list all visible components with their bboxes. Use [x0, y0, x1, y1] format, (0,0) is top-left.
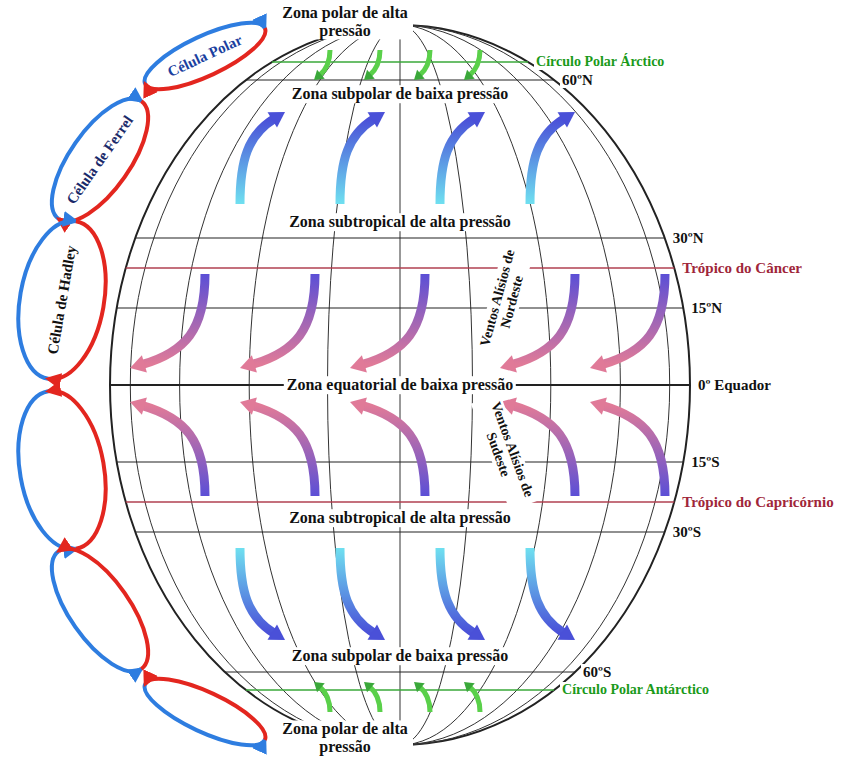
latitude-line	[135, 237, 664, 238]
wind-arrowhead	[590, 398, 607, 415]
latitude-label: 15ºS	[689, 454, 721, 471]
latitude-label: 30ºS	[671, 524, 703, 541]
wind-arrow	[530, 119, 564, 204]
latitude-line	[126, 501, 675, 503]
wind-arrowhead	[268, 112, 285, 128]
cell-arrow	[7, 391, 76, 556]
latitude-line	[246, 79, 554, 80]
wind-arrow	[319, 686, 330, 712]
latitude-line	[225, 671, 575, 672]
wind-arrow	[440, 119, 474, 204]
wind-arrow	[362, 274, 425, 364]
wind-arrow	[602, 274, 665, 364]
wind-arrowhead	[240, 398, 257, 415]
cell-arrow	[48, 384, 117, 549]
meridian	[249, 25, 551, 745]
cell-arrow	[34, 84, 141, 219]
cell-arrow	[145, 666, 273, 740]
wind-arrowhead	[350, 355, 367, 372]
wind-arrow	[252, 406, 315, 496]
wind-arrowhead	[414, 70, 425, 80]
latitude-label: 15ºN	[689, 300, 724, 317]
globe-outline	[110, 25, 690, 745]
wind-arrow	[440, 548, 474, 633]
wind-arrow	[469, 686, 480, 712]
latitude-line	[126, 267, 675, 269]
wind-arrowhead	[414, 682, 425, 692]
cell-label: Célula de Ferrel	[63, 113, 136, 208]
wind-arrowhead	[130, 398, 147, 415]
wind-arrow	[362, 406, 425, 496]
cell-arrow	[59, 534, 166, 669]
wind-arrowhead	[558, 112, 575, 128]
cell-arrow	[145, 28, 273, 102]
wind-arrow	[530, 548, 564, 633]
cell-label: Célula de Hadley	[44, 244, 79, 355]
wind-arrowhead	[368, 624, 385, 640]
cell-arrow	[137, 10, 265, 84]
wind-arrowhead	[464, 70, 475, 80]
wind-arrow	[419, 686, 430, 712]
wind-arrow	[369, 50, 380, 76]
wind-arrow	[419, 50, 430, 76]
zone-label: Zona subtropical de alta pressão	[286, 213, 514, 231]
wind-arrow	[369, 686, 380, 712]
latitude-label: Círculo Polar Antárctico	[560, 682, 711, 697]
latitude-label: 60ºN	[560, 72, 595, 89]
wind-arrowhead	[314, 682, 325, 692]
wind-arrowhead	[240, 355, 257, 372]
zone-label: Zona subpolar de baixa pressão	[289, 85, 511, 103]
wind-arrowhead	[268, 624, 285, 640]
zone-label: Zona subtropical de alta pressão	[286, 509, 514, 527]
wind-arrowhead	[364, 682, 375, 692]
wind-arrowhead	[314, 70, 325, 80]
circulation-cell	[7, 384, 118, 556]
wind-arrow	[469, 50, 480, 76]
wind-arrowhead	[468, 112, 485, 128]
cell-label: Célula Polar	[165, 32, 245, 81]
latitude-label: Círculo Polar Árctico	[534, 54, 666, 69]
wind-arrowhead	[468, 624, 485, 640]
wind-arrowhead	[590, 355, 607, 372]
cell-arrow	[59, 101, 166, 236]
latitude-label: 30ºN	[671, 230, 706, 247]
latitude-label: 60ºS	[581, 664, 613, 681]
circulation-cell	[137, 666, 274, 758]
wind-arrowhead	[464, 682, 475, 692]
latitude-line	[135, 531, 664, 532]
wind-arrowhead	[368, 112, 385, 128]
cell-arrow	[34, 551, 141, 686]
wind-arrow	[142, 274, 205, 364]
circulation-cell	[7, 214, 118, 386]
latitude-line	[272, 61, 528, 63]
wind-arrowhead	[350, 398, 367, 415]
zone-label: Zona polar de alta pressão	[277, 720, 413, 755]
wind-arrow	[340, 119, 374, 204]
wind-arrow	[340, 548, 374, 633]
wind-arrow	[319, 50, 330, 76]
wind-arrowhead	[558, 624, 575, 640]
latitude-label: Trópico do Câncer	[680, 260, 804, 277]
wind-arrow	[240, 548, 274, 633]
zone-label: Zona equatorial de baixa pressão	[284, 376, 516, 394]
circulation-cell	[34, 84, 166, 236]
zone-label: Zona subpolar de baixa pressão	[289, 647, 511, 665]
wind-arrowhead	[364, 70, 375, 80]
latitude-label: Trópico do Capricórnio	[680, 494, 835, 511]
cell-arrow	[137, 684, 265, 758]
circulation-cell	[137, 10, 274, 102]
wind-arrow	[602, 406, 665, 496]
wind-arrow	[252, 274, 315, 364]
zone-label: Zona polar de alta pressão	[277, 4, 413, 39]
latitude-line	[246, 689, 554, 691]
wind-arrow	[142, 406, 205, 496]
wind-arrow	[240, 119, 274, 204]
wind-arrowhead	[130, 355, 147, 372]
circulation-cell	[34, 534, 166, 686]
latitude-label: 0º Equador	[696, 377, 773, 394]
